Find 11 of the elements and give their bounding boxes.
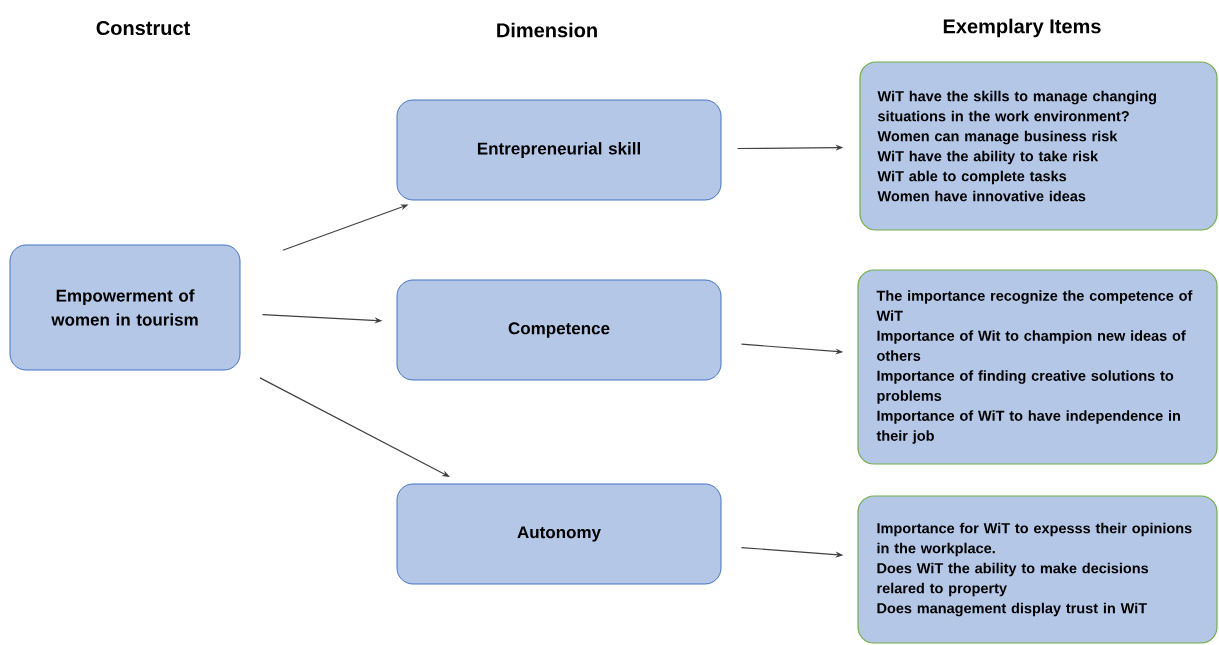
item-box: Importance for WiT to expesss their opinions in the workplace. Does WiT the ability to make decisions relared to property Does management display trust in WiT [857, 495, 1218, 644]
arrow [259, 377, 450, 477]
construct-box: Empowerment of women in tourism [9, 244, 241, 371]
column-heading: Dimension [497, 22, 597, 38]
item-box: The importance recognize the competence of WiT Importance of Wit to champion new ideas of others Importance of finding creative solutions to problems Importance of WiT to have independence in their job [857, 269, 1218, 465]
item-box: WiT have the skills to manage changing situations in the work environment? Women can manage business risk WiT have the ability to take risk WiT able to complete tasks Women have innovative ideas [859, 61, 1218, 231]
column-heading: Construct [96, 20, 190, 36]
column-heading: Exemplary Items [943, 18, 1101, 38]
dimension-box: Autonomy [396, 483, 722, 585]
dimension-box: Competence [396, 279, 722, 381]
dimension-box: Entrepreneurial skill [396, 99, 722, 201]
